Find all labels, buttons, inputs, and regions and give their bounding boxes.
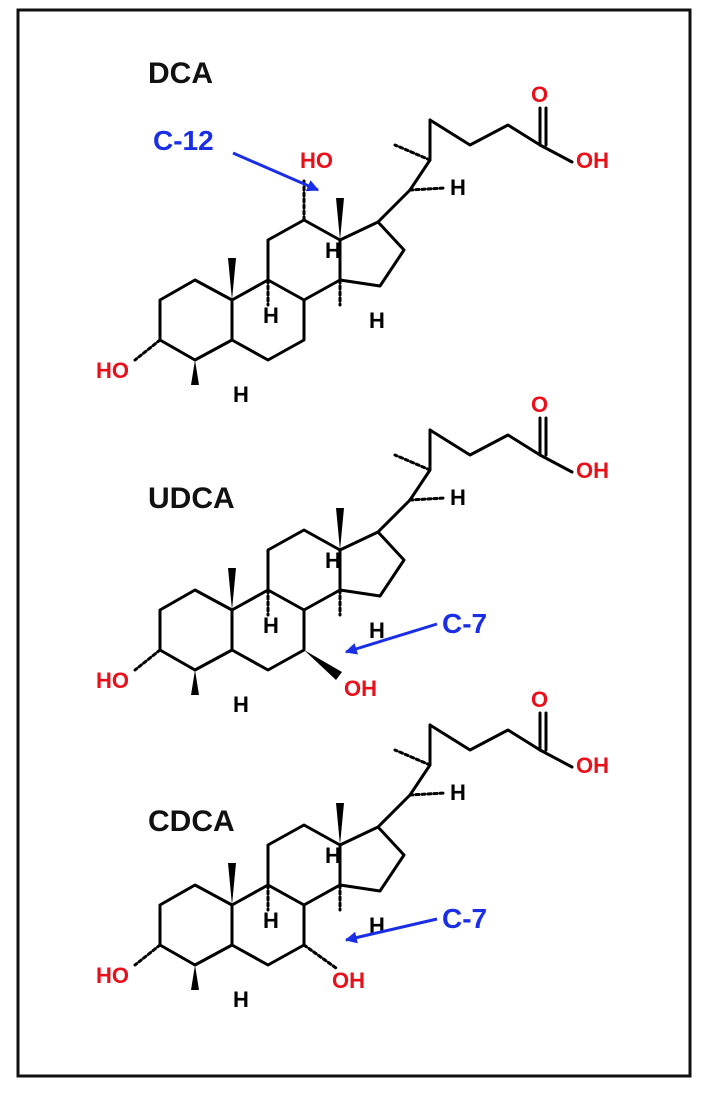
h-label-9: H xyxy=(263,303,279,328)
callout-arrow-c7 xyxy=(344,917,438,944)
h-label-5: H xyxy=(233,692,249,717)
molecule-udca: UDCA HO OH O OH H H H H H C-7 xyxy=(96,392,609,717)
molecule-name-cdca: CDCA xyxy=(148,805,235,838)
molecule-dca: DCA HO HO O OH H H H H H C-12 xyxy=(96,57,609,407)
callout-arrow-c7 xyxy=(344,622,438,655)
molecule-name-dca: DCA xyxy=(148,57,213,90)
callout-label-c7: C-7 xyxy=(442,608,487,639)
atom-ho-3: HO xyxy=(96,668,129,693)
atom-acid-o: O xyxy=(531,392,548,417)
h-label-9: H xyxy=(263,908,279,933)
h-label-5: H xyxy=(233,382,249,407)
atom-acid-o: O xyxy=(531,687,548,712)
molecule-cdca: CDCA HO OH O OH H H H H H C-7 xyxy=(96,687,609,1012)
h-label-17: H xyxy=(450,485,466,510)
atom-acid-oh: OH xyxy=(576,148,609,173)
h-label-14: H xyxy=(369,618,385,643)
molecule-name-udca: UDCA xyxy=(148,482,235,515)
atom-oh-7: OH xyxy=(344,676,377,701)
callout-label-c7: C-7 xyxy=(442,903,487,934)
atom-ho-3: HO xyxy=(96,358,129,383)
h-label-14: H xyxy=(369,308,385,333)
h-label-9: H xyxy=(263,613,279,638)
atom-acid-oh: OH xyxy=(576,753,609,778)
callout-arrow-c12 xyxy=(232,151,320,192)
h-label-8: H xyxy=(325,548,341,573)
atom-oh-7: OH xyxy=(332,968,365,993)
callout-label-c12: C-12 xyxy=(153,125,214,156)
atom-acid-oh: OH xyxy=(576,458,609,483)
atom-ho-3: HO xyxy=(96,963,129,988)
h-label-17: H xyxy=(450,175,466,200)
h-label-8: H xyxy=(325,238,341,263)
h-label-5: H xyxy=(233,987,249,1012)
h-label-17: H xyxy=(450,780,466,805)
h-label-8: H xyxy=(325,843,341,868)
atom-acid-o: O xyxy=(531,82,548,107)
frame-border xyxy=(16,8,692,1078)
atom-ho-12: HO xyxy=(300,148,333,173)
